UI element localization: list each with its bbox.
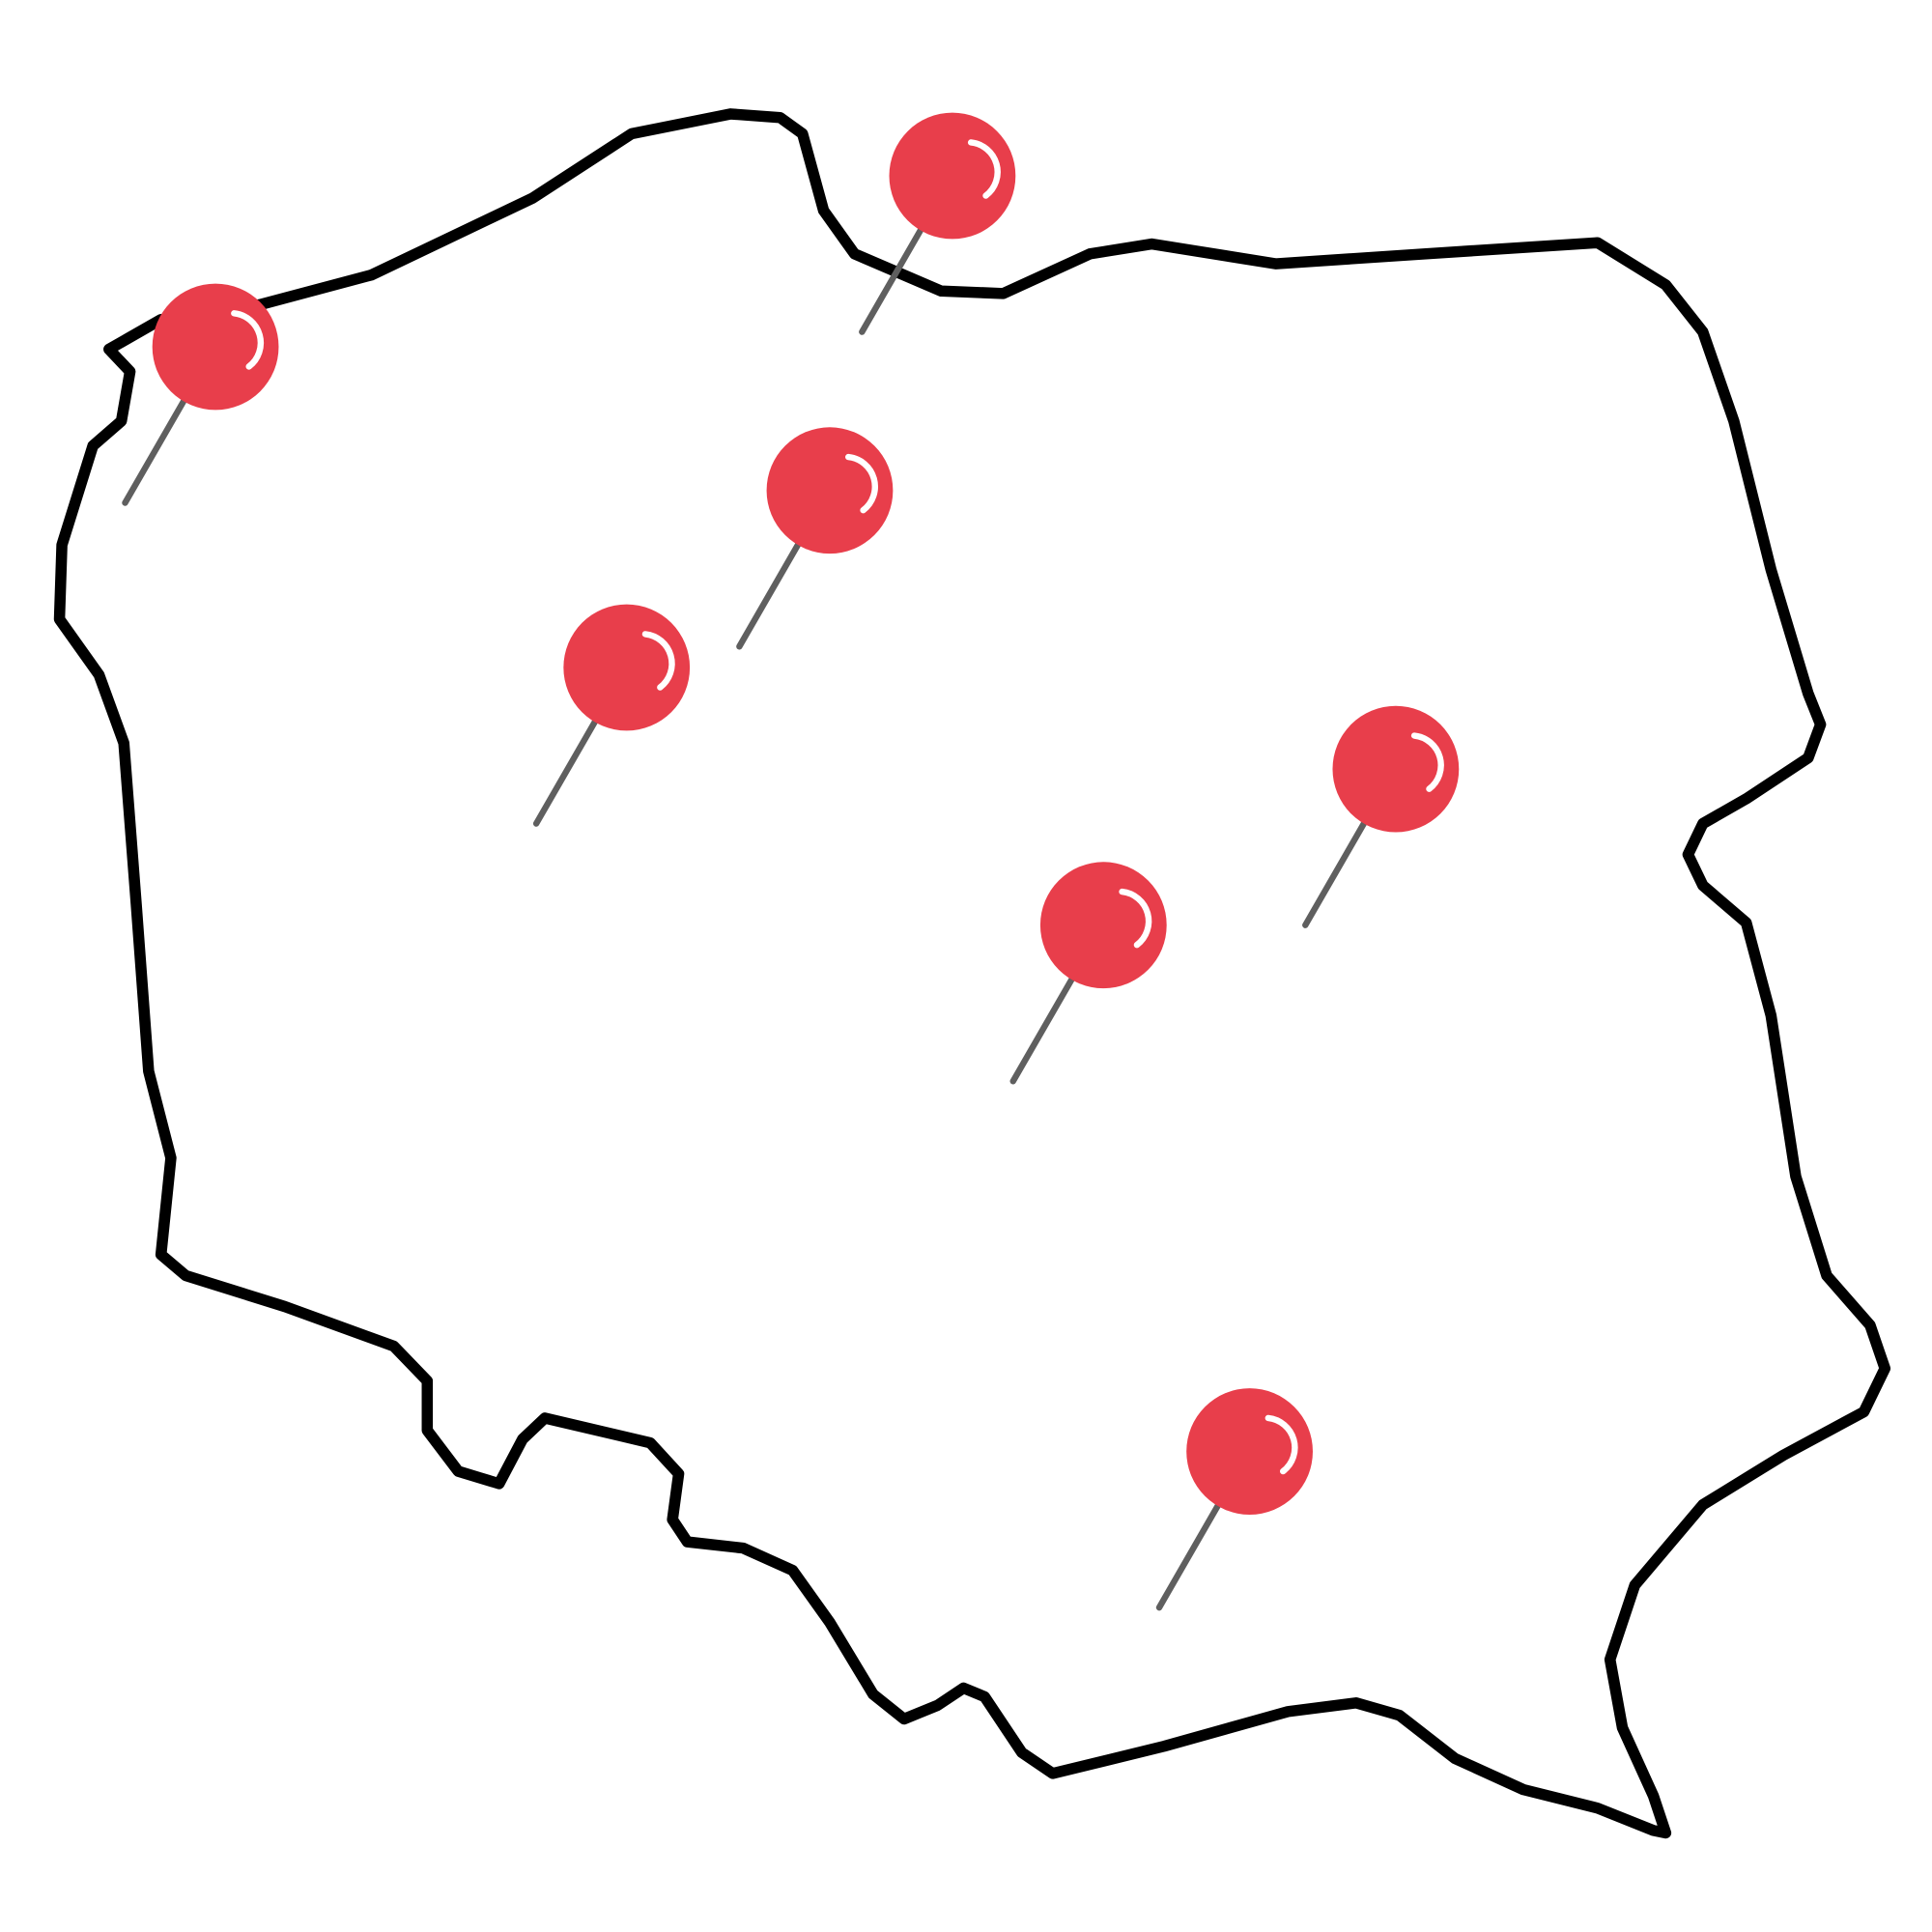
- pin-needle: [532, 706, 606, 827]
- pin-highlight: [1410, 732, 1444, 792]
- map-pin[interactable]: [859, 112, 1016, 335]
- pin-highlight: [231, 310, 265, 370]
- map-pin[interactable]: [532, 604, 691, 827]
- pin-highlight: [967, 139, 1001, 199]
- map-pin[interactable]: [1009, 862, 1167, 1085]
- map-pin[interactable]: [122, 283, 279, 506]
- map-pin[interactable]: [1155, 1388, 1313, 1611]
- pin-needle: [859, 214, 931, 335]
- map-pin[interactable]: [736, 427, 894, 650]
- pin-needle: [1009, 964, 1082, 1085]
- pin-highlight: [845, 453, 878, 514]
- map-pins: [122, 112, 1460, 1611]
- pin-highlight: [1264, 1414, 1298, 1475]
- map-pin[interactable]: [1302, 705, 1460, 928]
- pin-highlight: [1119, 888, 1152, 949]
- pin-needle: [1155, 1490, 1229, 1611]
- country-outline: [53, 108, 1891, 1839]
- pin-needle: [1302, 808, 1375, 928]
- pin-needle: [736, 529, 809, 650]
- pin-highlight: [641, 631, 675, 691]
- pin-needle: [122, 385, 194, 506]
